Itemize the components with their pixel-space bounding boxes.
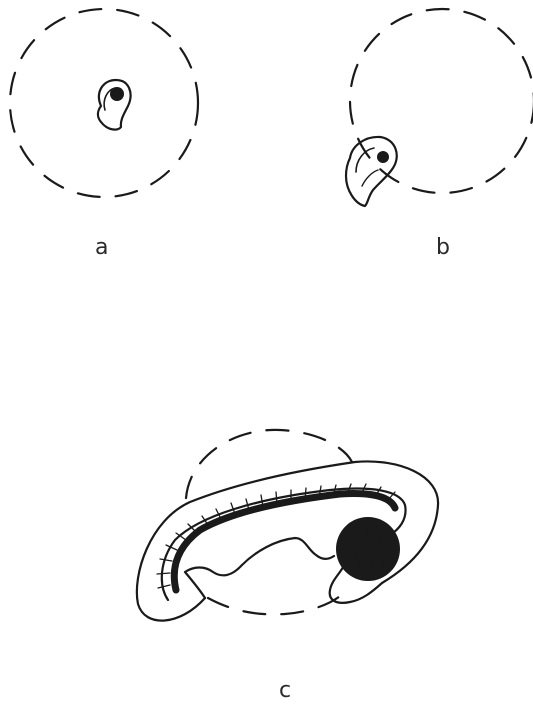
- panel-b: [346, 9, 533, 206]
- panel-a-label: a: [95, 237, 108, 259]
- panel-a-embryo: [98, 80, 131, 130]
- panel-c-yolk: [336, 517, 400, 581]
- panel-b-label: b: [436, 237, 450, 259]
- panel-c-label: c: [279, 680, 291, 702]
- panel-b-yolk: [377, 151, 389, 163]
- panel-b-dashed-circle: [350, 9, 533, 193]
- panel-b-embryo: [346, 137, 397, 206]
- panel-a: [10, 9, 198, 197]
- panel-c-dashed-membrane: [186, 430, 352, 498]
- panel-c: [137, 430, 438, 621]
- panel-a-yolk: [110, 87, 124, 101]
